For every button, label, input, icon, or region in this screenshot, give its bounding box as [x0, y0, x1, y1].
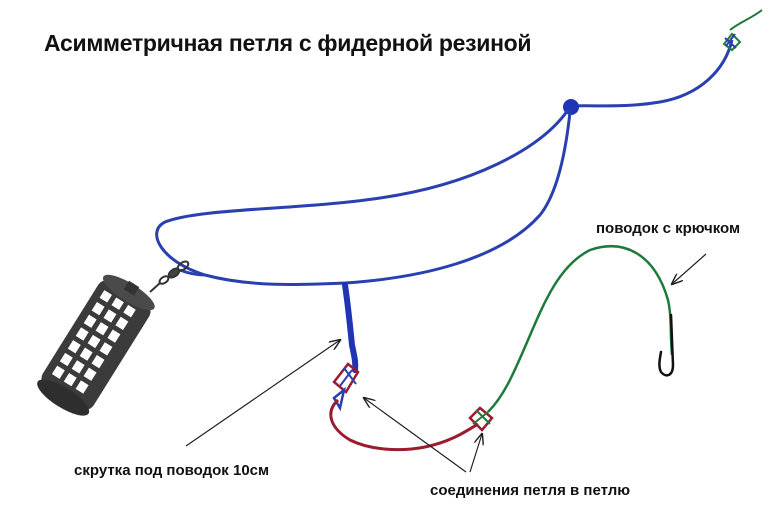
loop-label-arrow-left — [364, 398, 467, 473]
loop-knot-icon — [468, 406, 494, 432]
diagram-title: Асимметричная петля с фидерной резиной — [44, 30, 532, 56]
swivel-icon — [149, 260, 190, 293]
leader-label-arrow — [672, 253, 707, 284]
feeder-gum-line — [329, 398, 479, 452]
hook-icon — [658, 313, 675, 377]
loop-label-arrow-right — [469, 434, 482, 473]
leader-with-hook-label: поводок с крючком — [596, 220, 741, 237]
twist-for-leader-label: скрутка под поводок 10см — [74, 462, 270, 479]
leader-line — [487, 245, 674, 413]
twist-label-arrow — [185, 340, 340, 447]
feeder-cage-icon — [37, 274, 155, 416]
leader-twist — [342, 282, 359, 373]
asymmetric-loop — [155, 109, 572, 286]
main-line — [571, 39, 734, 108]
loop-knot-icon — [722, 9, 763, 52]
loop-to-loop-label: соединения петля в петлю — [430, 482, 631, 499]
